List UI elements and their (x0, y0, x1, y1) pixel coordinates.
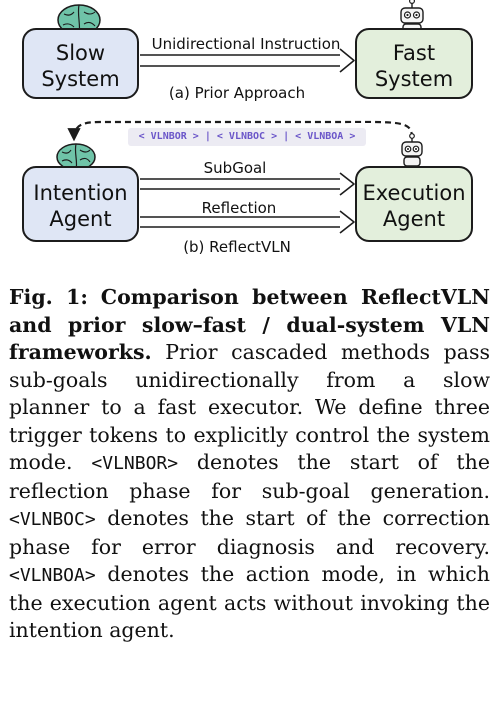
slow-system-line1: Slow (55, 40, 106, 65)
execution-agent-line1: Execution (362, 181, 466, 205)
intention-agent-line2: Agent (49, 207, 112, 231)
execution-agent-line2: Agent (382, 207, 446, 231)
brain-icon (57, 4, 101, 42)
prior-approach-subcaption: (a) Prior Approach (168, 84, 306, 102)
trigger-tokens-banner: < VLNBOR > | < VLNBOC > | < VLNBOA > (128, 128, 366, 146)
token-vlnboa: <VLNBOA> (9, 565, 96, 586)
token-vlnboc: <VLNBOC> (9, 509, 96, 530)
fast-system-line2: System (374, 66, 454, 91)
caption-body-3: denotes the start of the correction phas… (9, 506, 490, 559)
figure-caption: Fig. 1: Comparison between ReflectVLN an… (9, 284, 490, 645)
token-vlnbor: <VLNBOR> (91, 453, 179, 474)
caption-body-1: Prior cascaded methods pass sub-goals un… (9, 340, 490, 474)
unidirectional-instruction-label: Unidirectional Instruction (151, 35, 341, 53)
slow-system-line2: System (41, 66, 120, 91)
diagram-connectors (56, 0, 424, 234)
execution-agent-box: Execution Agent (355, 166, 473, 242)
unidirectional-arrow (140, 48, 355, 73)
caption-body-4: denotes the action mode, in which the ex… (9, 562, 490, 642)
intention-agent-line1: Intention (33, 181, 128, 205)
fast-system-box: Fast System (355, 28, 473, 99)
figure-label: Fig. 1: (9, 285, 88, 309)
subgoal-arrow (140, 172, 355, 196)
feedback-dashed-arrow (67, 120, 414, 142)
framework-diagram: Slow System Fast System Unidirectional I… (0, 0, 499, 270)
fast-system-line1: Fast (392, 40, 436, 65)
slow-system-box: Slow System (22, 28, 139, 99)
caption-body-2: denotes the start of the reflection phas… (9, 450, 490, 503)
reflection-arrow (140, 210, 355, 234)
intention-agent-box: Intention Agent (22, 166, 139, 242)
figure-title: Comparison between ReflectVLN and prior … (9, 285, 490, 364)
reflectvln-subcaption: (b) ReflectVLN (183, 238, 291, 256)
reflection-label: Reflection (201, 199, 277, 217)
subgoal-label: SubGoal (203, 159, 267, 177)
robot-icon (401, 133, 423, 167)
